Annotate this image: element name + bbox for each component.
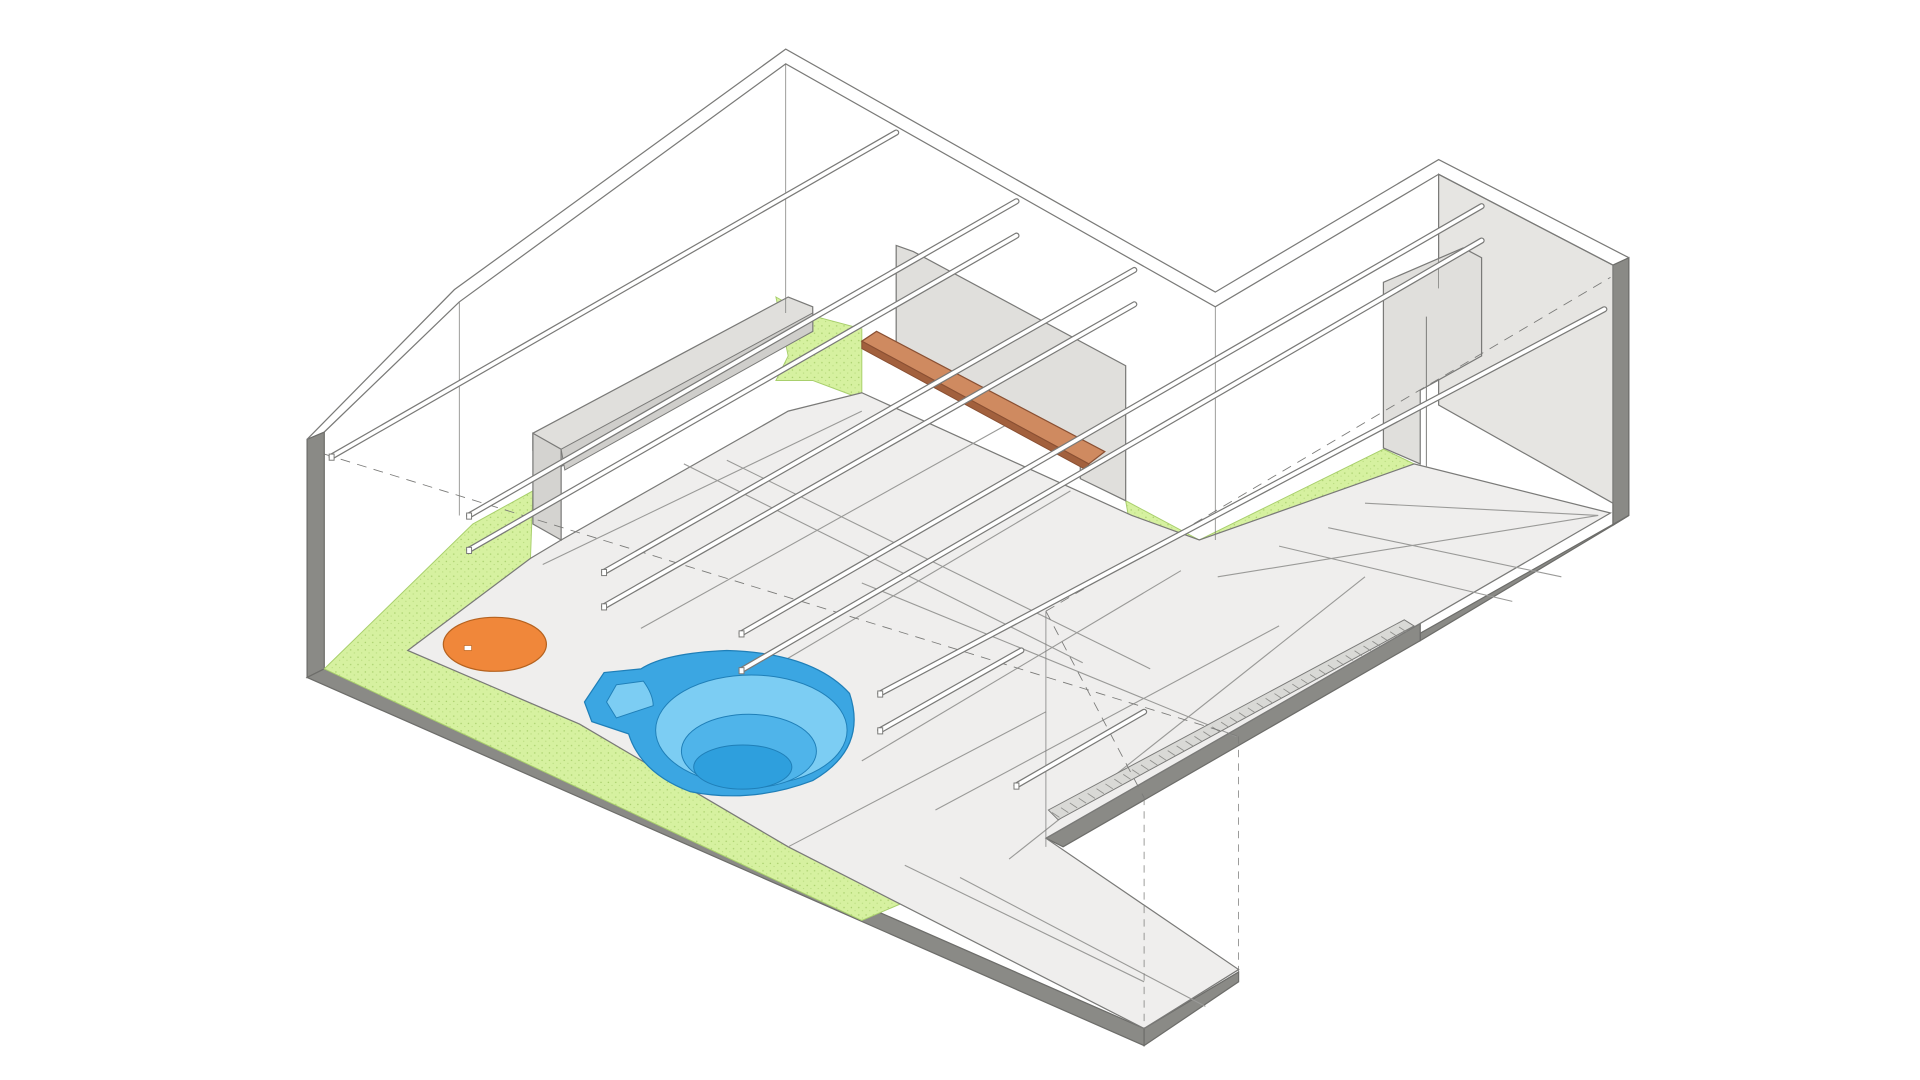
- beam: [467, 199, 1019, 518]
- paving-joint: [1217, 514, 1599, 578]
- grate-slat: [1247, 707, 1256, 714]
- paving-joint: [1328, 527, 1562, 578]
- paving-joint: [738, 490, 1071, 688]
- paving-joint: [861, 570, 1182, 762]
- beam: [878, 307, 1607, 696]
- paving-joint: [787, 711, 1047, 848]
- beam-post: [1013, 782, 1020, 790]
- beam: [602, 268, 1137, 574]
- grate-slat: [1265, 697, 1274, 704]
- beam-post: [601, 568, 608, 577]
- grate-slat: [1078, 797, 1087, 804]
- paving-joint: [904, 864, 1145, 983]
- grate-slat: [1292, 683, 1300, 690]
- grate-slat: [1051, 812, 1060, 818]
- grate-slat: [1238, 712, 1247, 718]
- grate-slat: [1122, 774, 1131, 780]
- beam: [329, 130, 899, 459]
- grate-slat: [1087, 793, 1096, 799]
- grate-slat: [1398, 626, 1407, 633]
- beam: [739, 238, 1484, 672]
- grate-slat: [1381, 636, 1389, 642]
- beam: [878, 648, 1024, 733]
- paving-joint: [640, 422, 1010, 629]
- beam: [602, 302, 1137, 609]
- paving-joint: [935, 625, 1280, 811]
- plunge-pool: [583, 649, 855, 797]
- grate-slat: [1096, 788, 1105, 794]
- grate-slat: [1176, 745, 1185, 752]
- grate-slat: [1140, 764, 1149, 771]
- grate-slat: [1158, 755, 1167, 761]
- pergola-beams: [328, 129, 1608, 790]
- grate-slat: [1300, 678, 1309, 685]
- grate-slat: [1131, 769, 1140, 775]
- paving-joint: [1278, 545, 1513, 602]
- grate-slat: [1283, 688, 1291, 695]
- grate-slat: [1372, 640, 1380, 647]
- grate-slat: [1309, 674, 1318, 680]
- grate-slat: [1274, 693, 1283, 699]
- grate-slat: [1256, 702, 1265, 709]
- grate-slat: [1194, 736, 1203, 742]
- beam-post: [328, 453, 335, 461]
- beam-post: [466, 512, 473, 520]
- beam-post: [877, 727, 884, 735]
- grate-slat: [1060, 807, 1069, 813]
- beam-post: [738, 630, 745, 638]
- paving-joint: [1364, 502, 1599, 517]
- grate-slat: [1105, 783, 1114, 790]
- beam-post: [601, 603, 608, 611]
- grate-slat: [1220, 721, 1229, 728]
- grate-slat: [1069, 802, 1078, 809]
- grate-slat: [1149, 759, 1158, 766]
- grate-slat: [1167, 750, 1176, 756]
- grate-slat: [1354, 650, 1363, 657]
- grate-slat: [1114, 778, 1122, 785]
- paving-joint: [683, 463, 1083, 664]
- grate-slat: [1363, 645, 1372, 652]
- drain-grate: [1047, 619, 1416, 821]
- storage-cabinet: [1382, 173, 1614, 505]
- paving-joint: [861, 582, 1237, 737]
- grate-slat: [1185, 740, 1194, 747]
- grate-slat: [1389, 631, 1398, 638]
- grate-slat: [1318, 669, 1327, 676]
- beam-post: [466, 546, 473, 554]
- grate-slat: [1327, 664, 1336, 671]
- grate-slat: [1203, 731, 1211, 737]
- round-hatch: [442, 616, 548, 672]
- paving-joint: [542, 410, 863, 566]
- beam-post: [877, 690, 884, 698]
- grate-slat: [1345, 655, 1354, 661]
- beam: [739, 204, 1484, 636]
- beam: [1014, 709, 1146, 788]
- beam-post: [738, 667, 745, 675]
- paving-joint: [959, 877, 1206, 1007]
- grate-slat: [1229, 716, 1238, 723]
- beam: [467, 233, 1019, 552]
- grate-slat: [1336, 659, 1345, 666]
- timber-bench: [860, 330, 1106, 473]
